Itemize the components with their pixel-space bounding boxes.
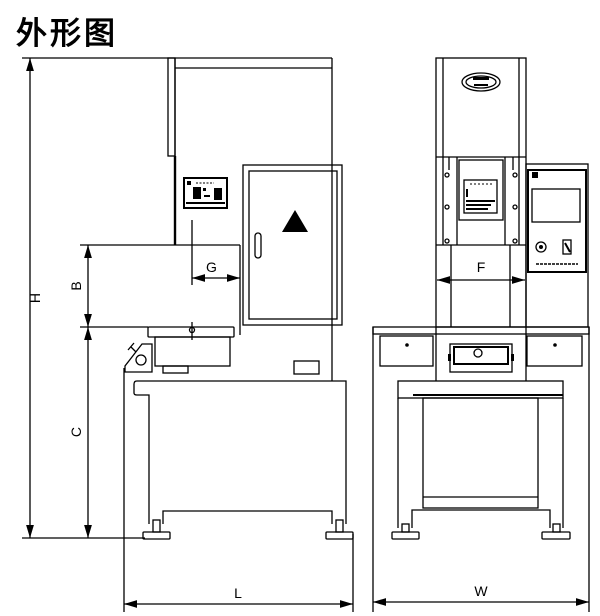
electric-cabinet [242,164,343,326]
center-mark-icon [188,326,196,334]
cabinet-handle [254,232,262,259]
dimension-w-label: W [474,583,488,599]
dimension-c-label: C [68,427,84,437]
brand-logo [461,72,501,92]
side-bracket [124,342,153,373]
nameplate [183,177,228,209]
dimension-f-label: F [477,259,486,275]
drawing-title: 外形图 [16,16,118,52]
dimension-g-label: G [206,259,217,275]
column-guide [167,57,176,157]
warning-triangle-icon [282,210,308,232]
front-nameplate [463,179,498,214]
side-view: G H B [22,57,354,612]
touch-screen [531,188,581,223]
key-switch-icon [562,239,572,255]
two-hand-control [448,343,514,373]
dimension-h-label: H [27,293,43,303]
bolts [444,172,518,244]
dimension-b-label: B [68,281,84,290]
front-view: F [372,57,590,612]
dimension-l-label: L [234,585,242,601]
emergency-stop-icon [535,241,547,253]
control-panel [525,163,589,328]
